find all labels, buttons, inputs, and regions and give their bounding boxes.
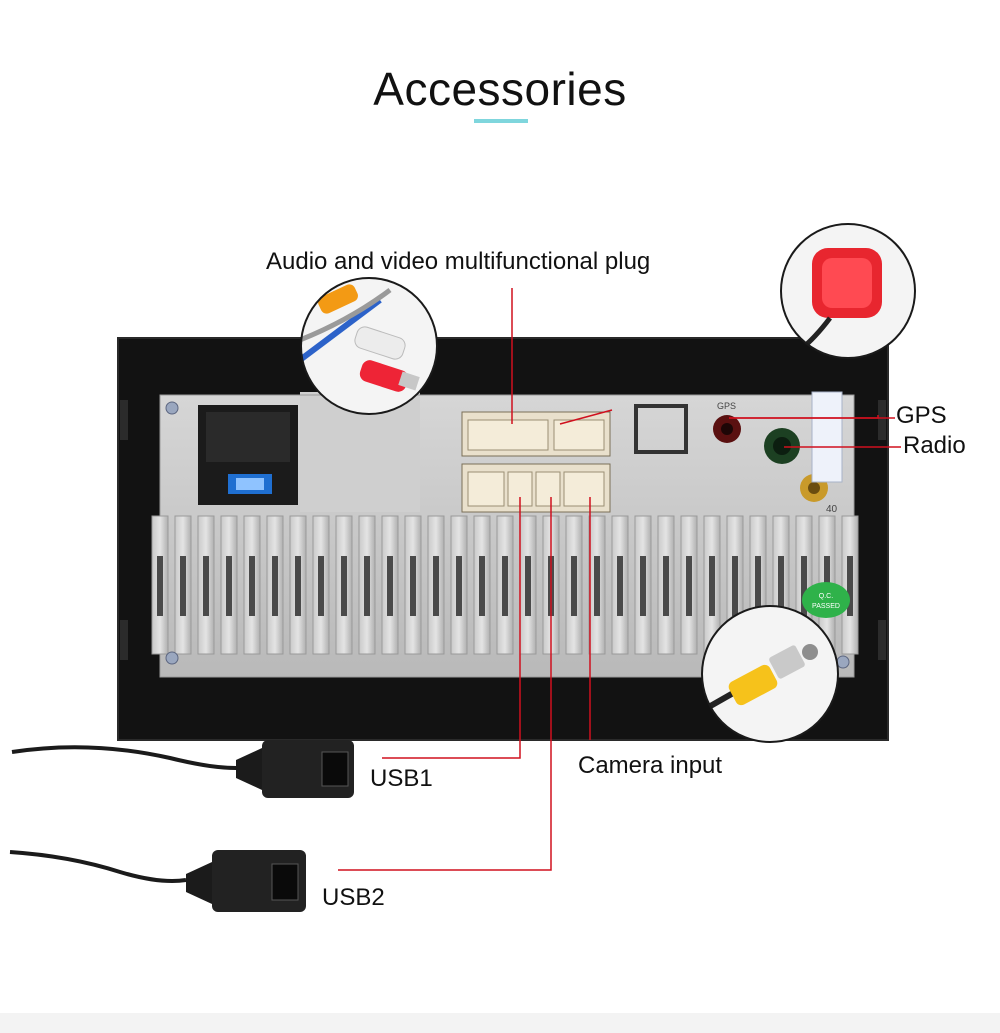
heatsink-slot [433,556,439,616]
heatsink-slot [640,556,646,616]
callout-lines [338,288,901,871]
heatsink-slot [295,556,301,616]
heatsink-slot [157,556,163,616]
heatsink-slot [226,556,232,616]
heatsink-slot [272,556,278,616]
gps-port: GPS [634,401,741,454]
rca-yellow-plug-icon [701,605,839,743]
heatsink-slot [387,556,393,616]
heatsink-slot [778,556,784,616]
label-usb1: USB1 [370,765,433,792]
bottom-strip [0,1013,1000,1033]
heatsink-slot [617,556,623,616]
heatsink-slot [847,556,853,616]
gps-port-marking: GPS [717,401,736,411]
label-sticker [811,391,843,483]
heatsink-fins [151,515,859,655]
heatsink-slot [318,556,324,616]
heatsink-slot [686,556,692,616]
iso-connector [198,405,298,505]
antenna-number: 40 [826,504,838,515]
gps-antenna-icon [780,223,916,359]
heatsink-slot [456,556,462,616]
svg-text:PASSED: PASSED [812,603,840,610]
heatsink-slot [249,556,255,616]
radio-port [764,428,800,464]
label-gps: GPS [896,402,947,429]
heatsink-slot [502,556,508,616]
heatsink-slot [180,556,186,616]
heatsink-slot [525,556,531,616]
label-usb2: USB2 [322,884,385,911]
heatsink-slot [364,556,370,616]
rca-cables-icon [300,277,438,415]
av-plug-sockets [461,411,611,513]
label-radio: Radio [903,432,966,459]
heatsink-slot [410,556,416,616]
usb1-cable-icon [11,740,354,798]
heatsink-slot [709,556,715,616]
page-title: Accessories [373,63,627,115]
heatsink-slot [341,556,347,616]
label-av-plug: Audio and video multifunctional plug [266,248,651,275]
heatsink-slot [663,556,669,616]
screws [165,401,850,669]
heatsink-slot [755,556,761,616]
svg-text:Q.C.: Q.C. [819,593,833,600]
label-camera-input: Camera input [578,752,723,779]
heatsink-slot [571,556,577,616]
usb2-cable-icon [9,850,306,912]
heatsink-slot [732,556,738,616]
heatsink-slot [203,556,209,616]
title-underline [474,119,528,123]
heatsink-slot [594,556,600,616]
heatsink-slot [479,556,485,616]
qc-sticker: Q.C. PASSED [802,582,850,618]
heatsink-slot [801,556,807,616]
